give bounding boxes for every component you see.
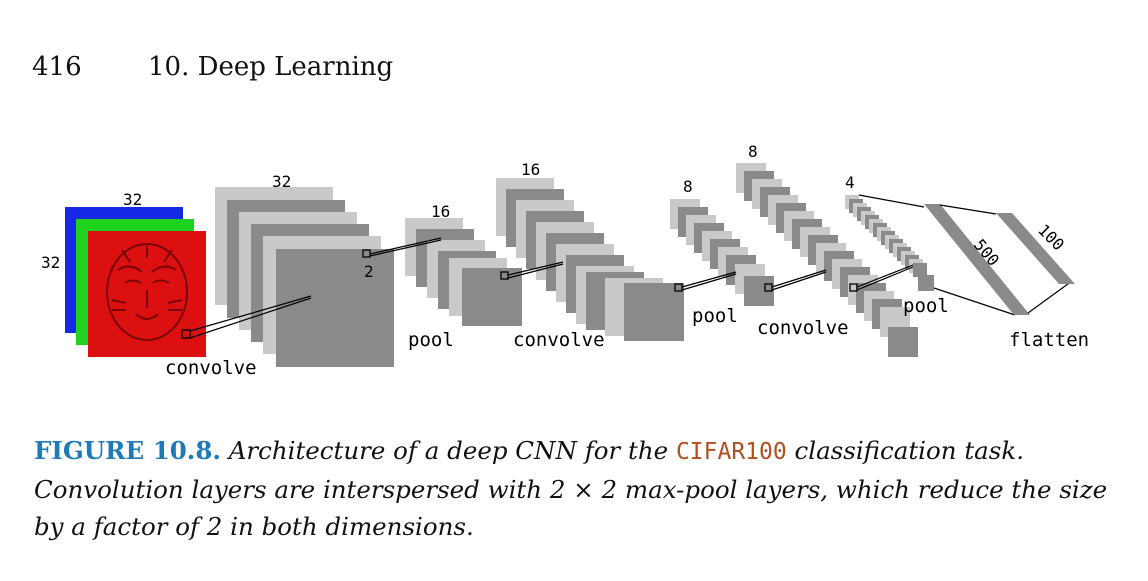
input-image-stack — [65, 207, 206, 357]
input-size-side: 32 — [41, 253, 60, 272]
pool1-layer-stack — [405, 218, 522, 326]
pool1-size: 16 — [431, 202, 450, 221]
figure-label: FIGURE 10.8. — [34, 436, 221, 465]
cnn-architecture-diagram: 32 32 32 2 convolve 16 pool — [41, 142, 1089, 379]
caption-text-1: Architecture of a deep CNN for the — [220, 436, 676, 465]
flatten-label: flatten — [1009, 329, 1089, 351]
conv3-size: 8 — [748, 142, 758, 161]
receptive-field-marker-1 — [181, 329, 191, 339]
page-number: 416 — [32, 52, 82, 82]
pool-label-2: pool — [692, 305, 738, 327]
dense-500-bar — [924, 204, 1030, 315]
pool2-size: 8 — [683, 177, 693, 196]
dataset-code: CIFAR100 — [675, 439, 787, 465]
kernel-size: 2 — [364, 262, 374, 281]
pool3-size: 4 — [845, 173, 855, 192]
caption-text-2: classification task. Convolution layers … — [34, 436, 1108, 541]
dense-100-bar — [996, 213, 1075, 284]
conv1-size: 32 — [272, 172, 291, 191]
conv3-layer-stack — [736, 163, 918, 357]
receptive-field-marker-4 — [674, 283, 683, 292]
pool-label-1: pool — [408, 329, 454, 351]
input-size-top: 32 — [123, 190, 142, 209]
receptive-field-marker-5 — [764, 283, 773, 292]
convolve-label-3: convolve — [757, 317, 849, 339]
convolve-label-1: convolve — [165, 357, 257, 379]
conv2-size: 16 — [521, 160, 540, 179]
receptive-field-marker-6 — [849, 283, 858, 292]
figure-caption: FIGURE 10.8. Architecture of a deep CNN … — [34, 432, 1114, 545]
pool2-layer-stack — [670, 199, 774, 306]
pool-label-3: pool — [903, 295, 949, 317]
receptive-field-marker-3 — [500, 271, 509, 280]
tiger-face-icon — [106, 243, 188, 341]
dense-layers — [858, 194, 1075, 316]
conv1-layer-stack — [215, 187, 394, 367]
conv2-layer-stack — [496, 178, 684, 341]
pool3-layer-stack — [845, 195, 934, 291]
chapter-title: 10. Deep Learning — [148, 52, 394, 82]
convolve-label-2: convolve — [513, 329, 605, 351]
